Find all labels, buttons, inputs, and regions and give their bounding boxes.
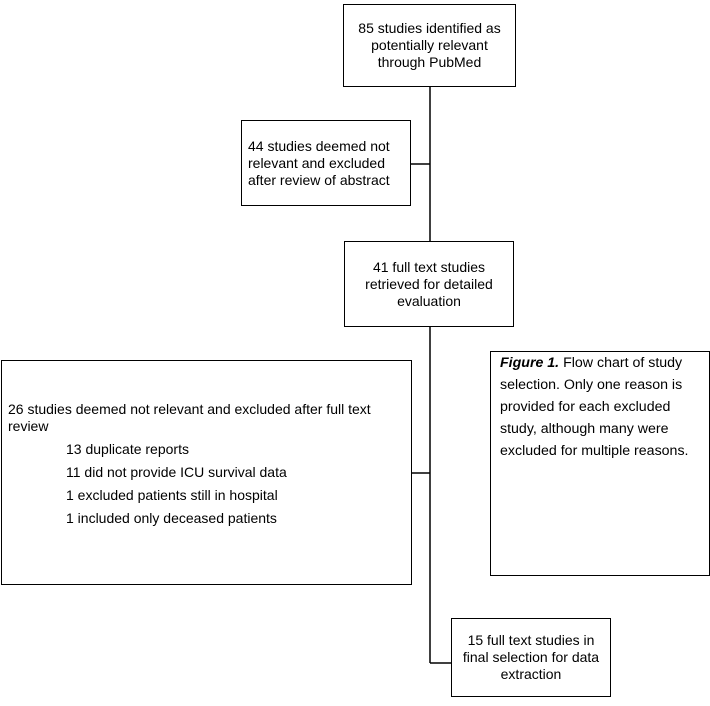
figure-caption-box: Figure 1. Flow chart of study selection.…: [490, 351, 710, 576]
exclusion-reason: 11 did not provide ICU survival data: [66, 464, 287, 480]
exclusion-reason: 1 excluded patients still in hospital: [66, 487, 278, 503]
retrieved-studies-text: 41 full text studies retrieved for detai…: [365, 258, 493, 309]
figure-caption-text: Flow chart of study selection. Only one …: [500, 355, 689, 459]
final-selection-text: 15 full text studies in final selection …: [462, 632, 600, 682]
excluded-abstract-box: 44 studies deemed not relevant and exclu…: [241, 120, 411, 206]
identified-studies-text: 85 studies identified as potentially rel…: [358, 20, 501, 70]
excluded-abstract-text: 44 studies deemed not relevant and exclu…: [248, 137, 390, 188]
excluded-fulltext-heading: 26 studies deemed not relevant and exclu…: [8, 401, 371, 434]
figure-caption-label: Figure 1.: [500, 355, 560, 371]
identified-studies-box: 85 studies identified as potentially rel…: [343, 4, 516, 87]
excluded-fulltext-box: 26 studies deemed not relevant and exclu…: [1, 360, 412, 585]
exclusion-reasons-list: 13 duplicate reports 11 did not provide …: [8, 441, 405, 527]
exclusion-reason: 1 included only deceased patients: [66, 510, 277, 526]
retrieved-studies-box: 41 full text studies retrieved for detai…: [344, 241, 514, 327]
final-selection-box: 15 full text studies in final selection …: [451, 618, 611, 697]
exclusion-reason: 13 duplicate reports: [66, 441, 189, 457]
